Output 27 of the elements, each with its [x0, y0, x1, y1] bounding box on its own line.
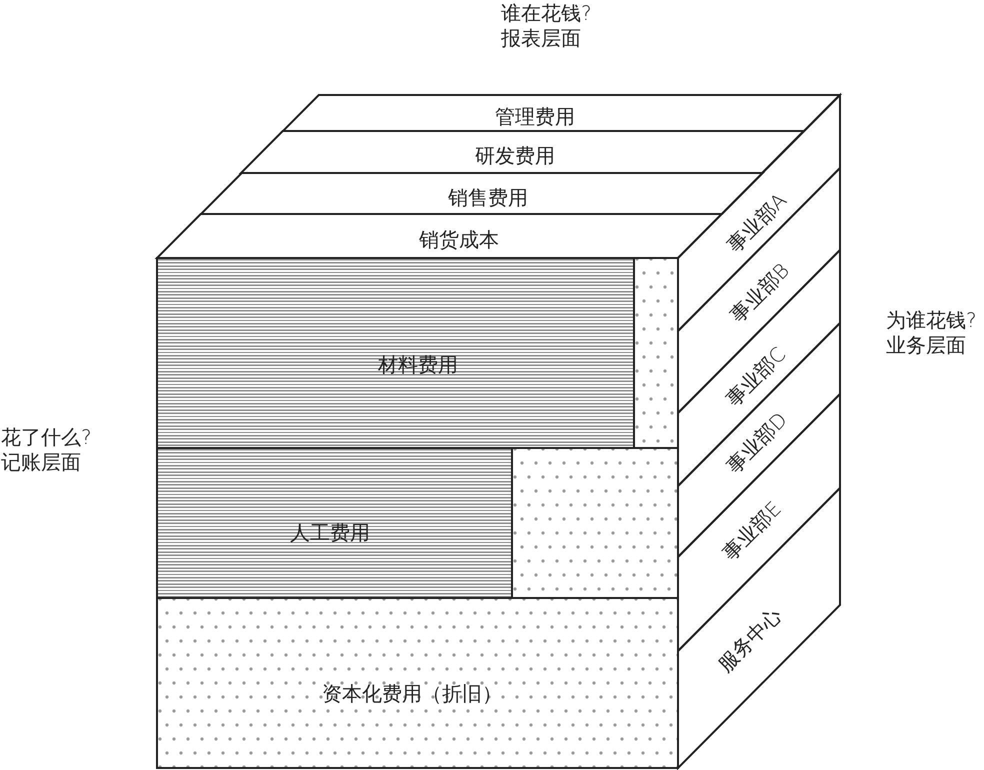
cost-label: 销售费用 [448, 186, 528, 210]
side-band [678, 95, 840, 331]
question-label: 谁在花钱? [501, 2, 592, 25]
cost-label: 研发费用 [474, 144, 555, 168]
cost-label: 人工费用 [290, 522, 370, 544]
side-band [678, 250, 840, 486]
dotted-block [156, 597, 679, 769]
hatched-block [156, 447, 513, 599]
cost-label: 材料费用 [378, 354, 458, 376]
question-label: 为谁花钱? [886, 309, 977, 332]
unit-label: 事业部A [722, 188, 792, 258]
level-label: 报表层面 [501, 27, 581, 50]
level-label: 记账层面 [1, 451, 81, 474]
level-label: 业务层面 [886, 334, 966, 357]
top-band [283, 95, 840, 131]
hatched-block [156, 257, 635, 449]
side-band [678, 488, 840, 768]
cost-label: 资本化费用（折旧） [322, 682, 502, 706]
top-band [241, 131, 804, 173]
unit-label: 事业部B [726, 259, 794, 327]
cost-label: 销货成本 [419, 228, 499, 252]
question-label: 花了什么? [1, 426, 92, 449]
cost-label: 管理费用 [494, 106, 575, 128]
side-band [678, 168, 840, 413]
unit-label: 事业部E [718, 497, 786, 565]
unit-label: 服务中心 [714, 604, 786, 676]
side-band [678, 323, 840, 557]
